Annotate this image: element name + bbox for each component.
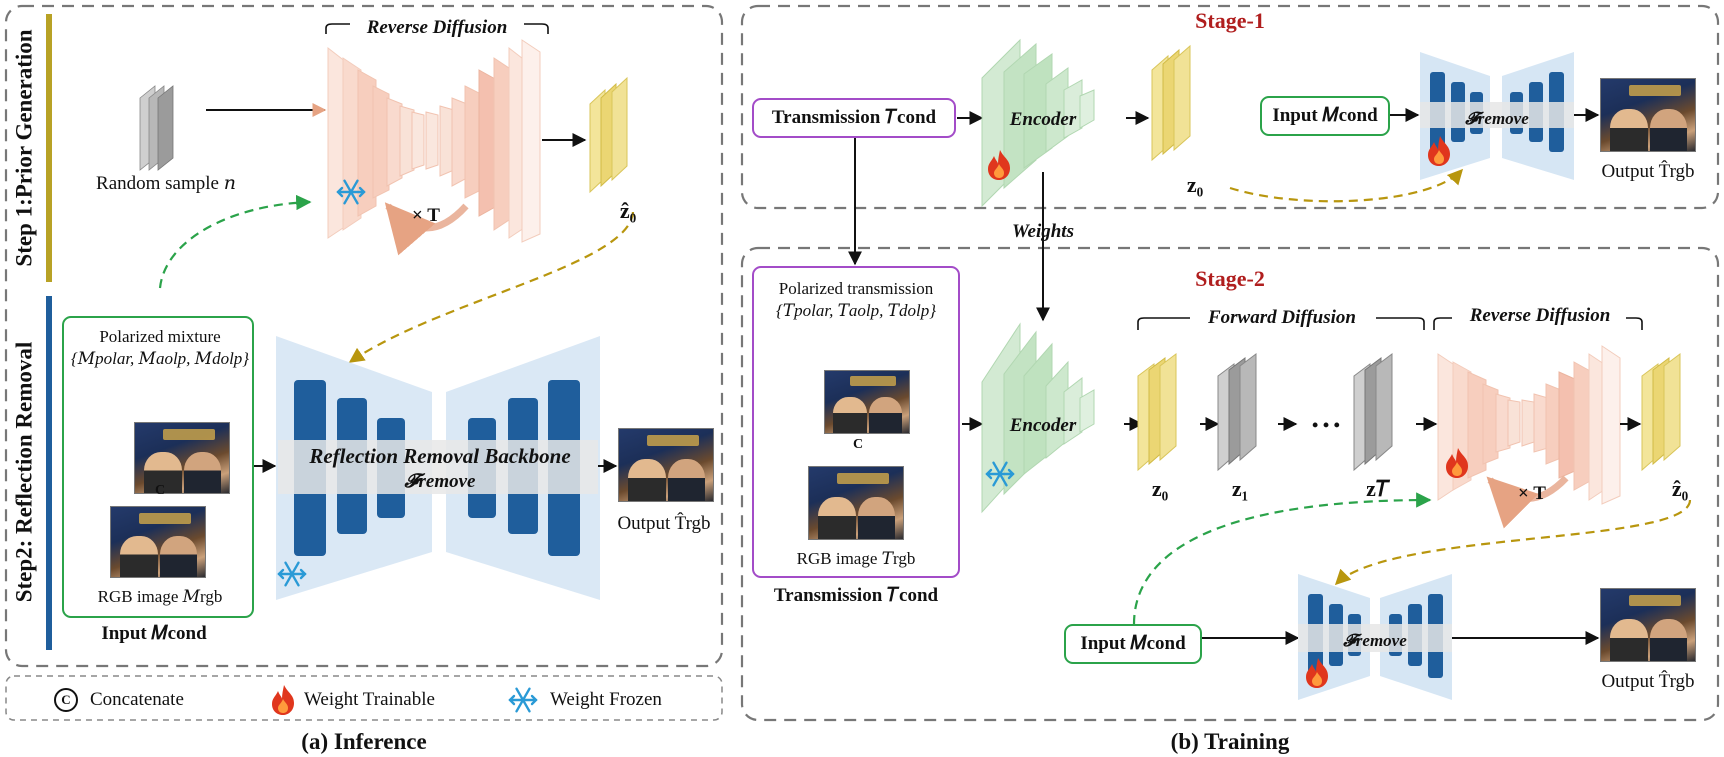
arrow-input2-to-denoiser — [1132, 492, 1432, 625]
legend-trainable: Weight Trainable — [304, 689, 435, 710]
stage1-z0-label: z₀ — [1186, 172, 1204, 197]
stage1-fremove-label: 𝓕remove — [1465, 109, 1529, 128]
legend-panel — [5, 675, 723, 721]
reverse-diffusion-label: Reverse Diffusion — [366, 17, 508, 38]
step2-label: Step2: Reflection Removal — [11, 341, 37, 603]
stage2-z0-stack — [1137, 353, 1177, 472]
stage2-panel — [740, 246, 1720, 722]
stage1-output-photo — [1600, 78, 1696, 152]
stage1-latent-stack — [1151, 44, 1191, 162]
stage1-fremove — [1420, 52, 1574, 180]
concat-symbol-training: C — [852, 437, 864, 452]
flame-icon-legend — [272, 685, 294, 715]
arrow-latent-to-backbone — [348, 211, 635, 363]
weights-label: Weights — [1012, 221, 1074, 242]
rgb-image-label: RGB image 𝑀rgb — [97, 587, 223, 606]
snowflake-icon-denoiser1 — [336, 179, 366, 205]
stage2-reverse-diffusion-label: Reverse Diffusion — [1469, 305, 1611, 326]
inference-fremove-label: 𝓕remove — [404, 471, 476, 492]
inference-output-label: Output T̂rgb — [617, 513, 711, 534]
inference-z0hat-label: ẑ₀ — [619, 198, 637, 223]
step2-bar — [46, 296, 52, 650]
stage2-reverse-diffusion-brace — [1433, 317, 1643, 330]
transmission-cond-box: Transmission 𝑇cond — [752, 98, 956, 138]
stage1-output-label: Output T̂rgb — [1601, 161, 1695, 182]
stage2-title: Stage-2 — [1195, 266, 1265, 291]
transmission-bottom-label: Transmission 𝑇cond — [773, 585, 939, 606]
snowflake-icon-legend — [508, 687, 538, 713]
stage2-z0hat-label: ẑ₀ — [1671, 476, 1689, 501]
training-rgb-image-label: RGB image 𝑇rgb — [796, 549, 916, 568]
forward-diffusion-brace — [1137, 317, 1425, 330]
step1-label: Step 1:Prior Generation — [11, 29, 37, 267]
rgb-photo-inference — [110, 506, 206, 578]
stage2-reverse-loop-arc — [1486, 475, 1569, 529]
backbone-title: Reflection Removal Backbone — [309, 444, 571, 468]
inference-backbone — [276, 336, 600, 600]
snowflake-icon-backbone — [277, 561, 307, 587]
encoder1-label: Encoder — [1009, 109, 1077, 130]
stage2-z0-label: z₀ — [1151, 476, 1169, 501]
snowflake-icon-encoder2 — [985, 461, 1015, 487]
concat-symbol-inference: C — [154, 483, 166, 498]
stage1-input-box: Input 𝑀cond — [1260, 96, 1390, 136]
reverse-loop-arc — [384, 202, 469, 256]
flame-icon-fremove1 — [1428, 136, 1450, 166]
legend-concatenate: Concatenate — [90, 689, 184, 710]
training-caption: (b) Training — [1170, 729, 1290, 754]
arrow-z0hat-to-fremove2 — [1334, 499, 1692, 586]
stage2-times-t-label: × T — [1518, 483, 1546, 504]
stage1-title: Stage-1 — [1195, 8, 1265, 33]
concat-icon-legend — [54, 688, 78, 712]
mixture-photo — [134, 422, 230, 494]
stage2-z1-stack — [1217, 353, 1257, 472]
stage2-input-box: Input 𝑀cond — [1064, 624, 1202, 664]
polarized-transmission-label: Polarized transmission — [778, 279, 934, 298]
flame-icon-fremove2 — [1306, 658, 1328, 688]
forward-diffusion-label: Forward Diffusion — [1207, 307, 1357, 328]
inference-latent-stack — [589, 76, 628, 194]
random-noise-stack — [139, 85, 174, 171]
rgb-photo-training — [808, 466, 904, 540]
stage2-output-label: Output T̂rgb — [1601, 671, 1695, 692]
encoder2-label: Encoder — [1009, 415, 1077, 436]
flame-icon-denoiser2 — [1446, 448, 1468, 478]
stage2-zT-stack — [1353, 353, 1393, 472]
legend-concat-symbol: C — [61, 692, 71, 707]
inference-input-label: Input 𝑀cond — [101, 623, 207, 644]
mixture-set-label: {𝑀polar, 𝑀aolp, 𝑀dolp} — [70, 349, 250, 368]
polarized-mixture-label: Polarized mixture — [99, 327, 221, 346]
random-sample-label: Random sample 𝑛 — [96, 173, 236, 194]
stage2-encoder — [981, 322, 1095, 514]
flame-icon-stage1 — [988, 150, 1010, 180]
reverse-diffusion-brace — [325, 23, 549, 34]
legend-frozen: Weight Frozen — [550, 689, 662, 710]
inference-output-photo — [618, 428, 714, 502]
stage2-output-photo — [1600, 588, 1696, 662]
stage1-panel — [740, 4, 1720, 210]
inference-caption: (a) Inference — [301, 729, 427, 754]
stage2-fremove — [1298, 574, 1452, 700]
arrow-condition-to-denoiser — [158, 194, 312, 289]
step1-bar — [46, 14, 52, 282]
stage2-z1-label: z₁ — [1231, 476, 1249, 501]
times-t-label: × T — [412, 205, 440, 226]
stage2-z0hat-stack — [1641, 353, 1681, 472]
inference-panel — [4, 4, 724, 668]
stage2-fremove-label: 𝓕remove — [1343, 631, 1407, 650]
stage2-zT-label: z𝑇 — [1366, 476, 1390, 501]
stage2-denoiser-unet — [1437, 345, 1621, 505]
transmission-set-label: {𝑇polar, 𝑇aolp, 𝑇dolp} — [775, 301, 937, 320]
transmission-photo — [824, 370, 910, 434]
diffusion-dots: • • • — [1312, 415, 1340, 435]
